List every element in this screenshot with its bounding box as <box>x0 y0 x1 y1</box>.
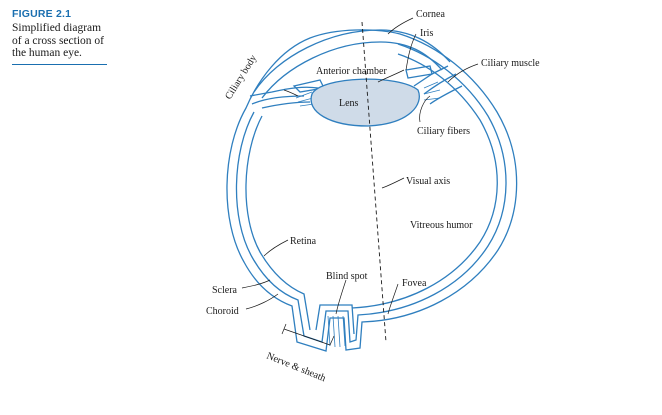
choroid-outline <box>235 43 507 343</box>
leader-fovea <box>387 283 399 315</box>
retina-outline <box>245 53 498 335</box>
label-cornea: Cornea <box>416 9 445 20</box>
leader-ciliary-body <box>283 89 299 97</box>
iris-right <box>405 65 433 79</box>
figure-caption: Simplified diagram of a cross section of… <box>12 22 104 59</box>
ciliary-fibers-right <box>423 81 441 101</box>
label-fovea: Fovea <box>402 278 427 289</box>
visual-axis-line <box>361 21 387 343</box>
label-vitreous-humor: Vitreous humor <box>410 220 473 231</box>
leader-retina <box>263 239 289 257</box>
label-blind-spot: Blind spot <box>326 271 368 282</box>
leader-ciliary-muscle <box>447 63 479 83</box>
optic-nerve-fibers <box>327 315 346 348</box>
label-anterior-chamber: Anterior chamber <box>316 66 387 77</box>
leader-sclera <box>241 279 271 289</box>
label-iris: Iris <box>420 28 433 39</box>
leader-blind-spot <box>335 279 347 315</box>
label-ciliary-body: Ciliary body <box>223 53 259 101</box>
label-nerve-sheath: Nerve & sheath <box>265 351 327 385</box>
bracket-nerve-sheath <box>281 323 335 346</box>
figure-number: FIGURE 2.1 <box>12 8 72 20</box>
leader-iris <box>405 33 417 71</box>
label-retina: Retina <box>290 236 317 247</box>
label-choroid: Choroid <box>206 306 239 317</box>
caption-rule <box>12 63 107 65</box>
label-ciliary-muscle: Ciliary muscle <box>481 58 540 69</box>
leader-ciliary-fibers <box>419 95 431 123</box>
ciliary-body-left <box>249 86 319 109</box>
leader-choroid <box>245 293 279 310</box>
label-sclera: Sclera <box>212 285 238 296</box>
lens-shape <box>310 78 420 127</box>
label-ciliary-fibers: Ciliary fibers <box>417 126 470 137</box>
leader-anterior-chamber <box>377 69 405 83</box>
label-lens: Lens <box>339 98 359 109</box>
leader-cornea <box>387 17 414 35</box>
label-visual-axis: Visual axis <box>406 176 450 187</box>
cornea-outline <box>253 29 451 93</box>
sclera-outline <box>226 29 518 352</box>
cornea-inner <box>261 41 443 99</box>
leader-visual-axis <box>381 177 405 189</box>
figure-caption-block: FIGURE 2.1 Simplified diagram of a cross… <box>12 8 107 65</box>
